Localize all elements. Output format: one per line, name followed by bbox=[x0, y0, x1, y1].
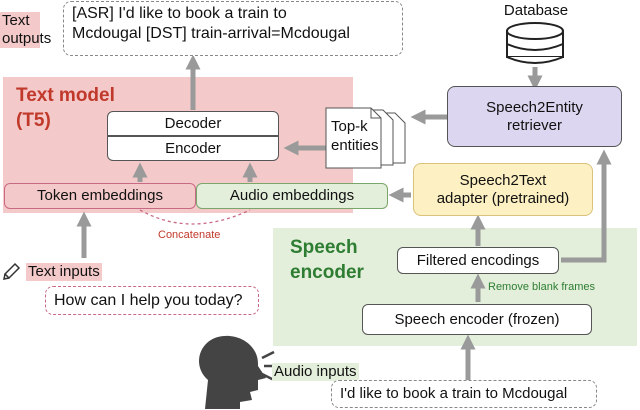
topk-entities-label: Top-k entities bbox=[331, 118, 379, 154]
topk-pages-icon bbox=[325, 107, 406, 169]
database-icon bbox=[506, 22, 564, 64]
speech-encoder-title: Speech encoder bbox=[290, 237, 364, 283]
database-label: Database bbox=[503, 2, 569, 19]
filtered-encodings-box: Filtered encodings bbox=[397, 247, 559, 274]
speech-encoder-frozen-box: Speech encoder (frozen) bbox=[362, 304, 592, 335]
speech2entity-retriever-box: Speech2Entity retriever bbox=[447, 86, 622, 147]
pen-icon bbox=[3, 262, 21, 280]
decoder-box: Decoder bbox=[107, 111, 279, 136]
text-model-title: Text model (T5) bbox=[16, 85, 115, 131]
concatenate-curve bbox=[139, 209, 251, 225]
concatenate-label: Concatenate bbox=[158, 229, 221, 241]
text-output-box: [ASR] I'd like to book a train to Mcdoug… bbox=[63, 1, 403, 56]
text-inputs-label: Text inputs bbox=[26, 263, 102, 281]
speaking-head-icon bbox=[199, 335, 278, 409]
arrow-filtered-to-retriever bbox=[561, 149, 612, 263]
text-outputs-label: Text outputs bbox=[0, 12, 52, 48]
audio-embeddings-box: Audio embeddings bbox=[196, 183, 388, 209]
audio-input-box: I'd like to book a train to Mcdougal bbox=[331, 380, 597, 408]
encoder-box: Encoder bbox=[107, 136, 279, 161]
token-embeddings-box: Token embeddings bbox=[4, 183, 196, 209]
text-input-box: How can I help you today? bbox=[45, 286, 259, 315]
remove-blank-frames-label: Remove blank frames bbox=[488, 281, 595, 293]
speech2text-adapter-box: Speech2Text adapter (pretrained) bbox=[413, 163, 593, 216]
audio-inputs-label: Audio inputs bbox=[272, 363, 359, 381]
